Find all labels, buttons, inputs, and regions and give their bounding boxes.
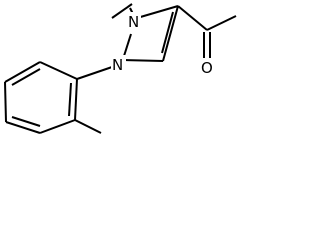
bond-carbonyl-methyl — [206, 15, 237, 31]
structure-diagram: N N O — [4, 3, 237, 134]
bond-n1-aryl — [76, 65, 116, 80]
atom-n2: N — [127, 12, 141, 31]
bond-ar4-ar5 — [5, 121, 41, 134]
atom-n1-label: N — [112, 56, 123, 74]
bond-n2-n1 — [123, 33, 132, 57]
bond-ar6-ar1 — [74, 78, 78, 121]
atom-n1: N — [111, 55, 126, 74]
bond-c4-c5-inner — [161, 11, 174, 54]
bond-aryl-methyl — [74, 119, 102, 134]
bond-c3-n2 — [111, 3, 133, 19]
bond-ar5-ar6 — [39, 119, 76, 134]
atom-o-label: O — [201, 59, 213, 77]
bond-ar2-ar3 — [4, 61, 41, 83]
bond-c3-c4 — [136, 5, 179, 19]
atom-o: O — [200, 58, 215, 77]
bond-ar3-ar4 — [4, 81, 7, 123]
bond-c4-carbonyl — [177, 5, 208, 31]
bond-ar6-ar1-inner — [68, 82, 72, 117]
bond-ar2-ar3-inner — [11, 68, 41, 86]
atom-n2-label: N — [128, 13, 139, 31]
bond-c5-n1 — [122, 59, 164, 62]
bond-ar4-ar5-inner — [11, 116, 41, 127]
bond-c4-c5 — [162, 5, 179, 62]
bond-ar1-ar2 — [39, 61, 78, 80]
